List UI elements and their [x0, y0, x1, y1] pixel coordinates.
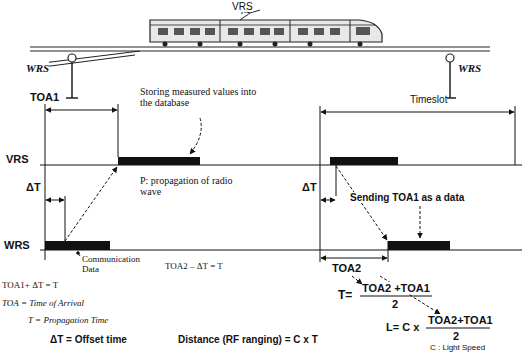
communication-burst: [45, 157, 450, 250]
equation: TOA1+ ΔT = T: [2, 281, 58, 291]
annotation: Storing measured values into the databas…: [140, 86, 258, 108]
vrs-antenna: [242, 12, 243, 14]
timeline: [40, 104, 522, 262]
fraction-denominator: 2: [392, 298, 398, 310]
dimension-label: TOA1: [30, 91, 59, 103]
station-name: WRS: [26, 62, 49, 74]
station-name: VRS: [232, 1, 253, 12]
equation: L= C x: [386, 321, 419, 333]
station-name: WRS: [458, 62, 481, 74]
fraction-denominator: 2: [453, 330, 459, 342]
definition: C : Light Speed: [430, 344, 485, 353]
annotation: Sending TOA1 as a data: [350, 192, 464, 203]
dimension-label: TOA2: [332, 262, 361, 274]
equation: Distance (RF ranging) = C x T: [178, 334, 318, 345]
definition: ΔT = Offset time: [50, 334, 127, 345]
dimension-arrow: [46, 110, 514, 258]
fraction-numerator: TOA2+TOA1: [428, 314, 493, 326]
annotation: Communication Data: [82, 255, 144, 275]
dimension-label: ΔT: [302, 181, 317, 193]
annotation: P: propagation of radio wave: [140, 175, 235, 197]
row-label: WRS: [4, 239, 30, 251]
row-label: VRS: [6, 153, 29, 165]
train-wheels: [163, 42, 363, 47]
fraction-numerator: TOA2 +TOA1: [362, 282, 430, 294]
definition: T = Propagation Time: [28, 316, 108, 326]
train-illustration: [30, 10, 490, 68]
dimension-label: Timeslot: [410, 94, 447, 105]
leader-line: [77, 252, 80, 256]
dimension-label: ΔT: [26, 181, 41, 193]
train-windows: [158, 27, 370, 35]
equation: T=: [338, 289, 352, 302]
wrs-pole: [66, 54, 456, 98]
definition: TOA = Time of Arrival: [2, 299, 84, 309]
propagation-line: [65, 118, 440, 314]
equation: TOA2 – ΔT = T: [165, 262, 223, 272]
